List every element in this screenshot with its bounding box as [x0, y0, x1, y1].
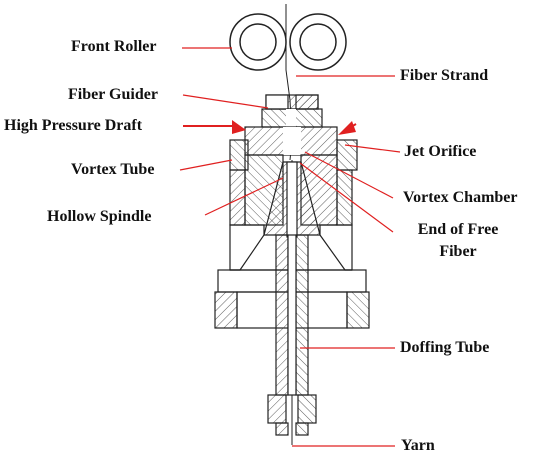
label-end-of-free-fiber-line2: Fiber — [439, 243, 477, 260]
front-roller-pair — [229, 13, 347, 71]
label-end-of-free-fiber-line1: End of Free — [417, 221, 499, 238]
label-fiber-guider: Fiber Guider — [68, 86, 158, 103]
front-roller-right — [289, 13, 347, 71]
label-vortex-tube: Vortex Tube — [71, 161, 155, 178]
label-vortex-chamber: Vortex Chamber — [403, 189, 518, 206]
leader-end-of-free-fiber — [299, 162, 394, 233]
high-pressure-arrows — [183, 120, 357, 135]
leader-jet-orifice — [344, 144, 401, 153]
leader-fiber-guider — [182, 94, 269, 109]
doffing-tube-body — [267, 234, 317, 436]
label-end-of-free-fiber: End of Free Fiber — [403, 221, 513, 261]
label-front-roller: Front Roller — [71, 38, 157, 55]
label-yarn: Yarn — [401, 437, 435, 454]
label-high-pressure-draft: High Pressure Draft — [4, 117, 143, 134]
label-hollow-spindle: Hollow Spindle — [47, 208, 152, 225]
leader-vortex-chamber — [304, 151, 394, 199]
front-roller-left — [229, 13, 287, 71]
leader-lines — [179, 47, 401, 447]
fiber-guider-block — [261, 94, 323, 128]
leader-vortex-tube — [179, 159, 233, 171]
label-fiber-strand: Fiber Strand — [400, 67, 489, 84]
label-jet-orifice: Jet Orifice — [404, 143, 477, 160]
leader-hollow-spindle — [204, 177, 284, 216]
vortex-tube-housing — [229, 126, 358, 226]
label-doffing-tube: Doffing Tube — [400, 339, 490, 356]
